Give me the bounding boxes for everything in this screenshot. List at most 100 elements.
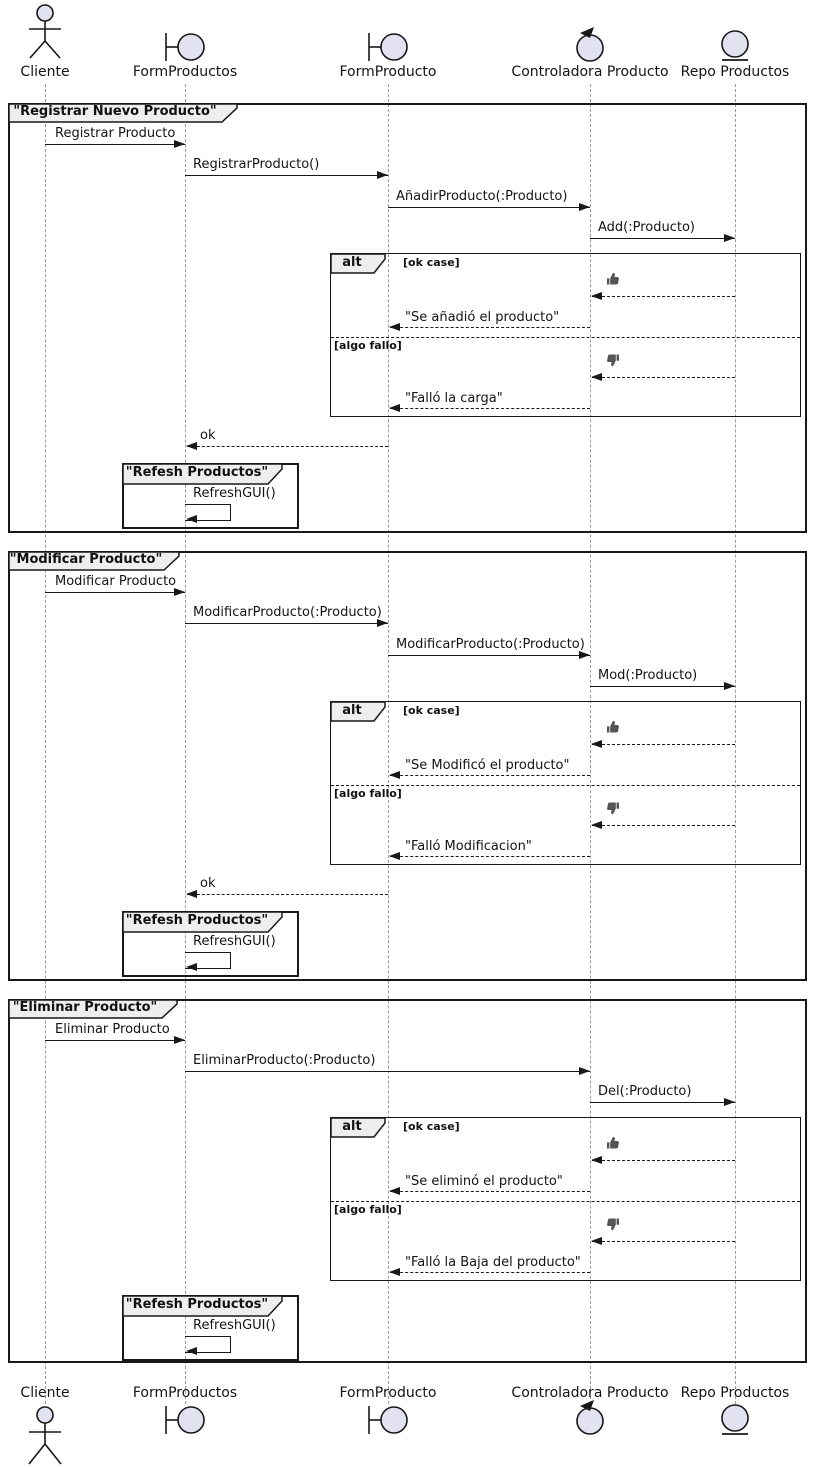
frame-tab [8, 103, 239, 123]
reply-label: "Falló Modificacion" [405, 839, 532, 854]
self-message-arrow [185, 952, 231, 969]
arrowhead [377, 618, 388, 627]
frame-tab [122, 911, 283, 933]
frame-title: "Refesh Productos" [125, 465, 269, 480]
self-message-arrow [185, 504, 231, 521]
frame-tab [122, 463, 283, 485]
message-arrow [590, 1102, 735, 1103]
message-label: Registrar Producto [55, 126, 176, 141]
reply-label: "Se eliminó el producto" [405, 1174, 563, 1189]
message-label: RefreshGUI() [193, 486, 276, 501]
arrowhead [174, 139, 185, 148]
message-label: RefreshGUI() [193, 934, 276, 949]
message-arrow [590, 238, 735, 239]
alt-fragment [330, 1117, 801, 1281]
guard-fail: [algo fallo] [334, 1203, 402, 1216]
guard-ok: [ok case] [403, 256, 460, 269]
arrowhead [724, 233, 735, 242]
alt-fragment [330, 701, 801, 865]
lifeline-formproductos [184, 84, 186, 1404]
reply-label: "Se añadió el producto" [405, 310, 560, 325]
arrowhead [377, 170, 388, 179]
alt-fragment [330, 253, 801, 417]
arrowhead [186, 515, 197, 523]
thumbs-down-icon [605, 1216, 621, 1232]
arrowhead [579, 650, 590, 659]
return-arrow [187, 446, 388, 447]
arrowhead [174, 1035, 185, 1044]
return-arrow [390, 856, 590, 857]
message-label: ModificarProducto(:Producto) [396, 637, 585, 652]
return-arrow [390, 1191, 590, 1192]
return-arrow [592, 744, 735, 745]
thumbs-down-icon [605, 800, 621, 816]
message-arrow [45, 592, 185, 593]
arrowhead [579, 202, 590, 211]
thumbs-up-icon [605, 719, 621, 735]
alt-tab [330, 1117, 386, 1138]
frame-registrar-nuevo-producto [8, 103, 807, 533]
arrowhead [389, 851, 400, 860]
frame-title: "Modificar Producto" [9, 552, 163, 567]
lifeline-repo-productos [734, 84, 736, 1404]
entity-icon [720, 29, 750, 65]
arrowhead [591, 1155, 602, 1164]
message-label: RefreshGUI() [193, 1318, 276, 1333]
actor-icon [25, 3, 65, 60]
frame-eliminar-producto [8, 999, 807, 1363]
participant-label-cliente: Cliente [20, 64, 70, 80]
message-label: Add(:Producto) [598, 220, 696, 235]
reply-label: "Se Modificó el producto" [405, 758, 570, 773]
participant-label-formproductos: FormProductos [132, 64, 238, 80]
message-arrow [388, 207, 590, 208]
arrowhead [591, 372, 602, 381]
entity-icon [720, 1403, 750, 1439]
frame-title: "Eliminar Producto" [12, 1000, 158, 1015]
guard-ok: [ok case] [403, 704, 460, 717]
participant-label-repo: Repo Productos [680, 64, 790, 80]
alt-tab [330, 253, 386, 274]
thumbs-down-icon [605, 352, 621, 368]
participant-label-controladora: Controladora Producto [511, 64, 669, 80]
participant-label-formproductos: FormProductos [132, 1385, 238, 1401]
frame-tab [8, 551, 181, 571]
arrowhead [389, 1186, 400, 1195]
guard-fail: [algo fallo] [334, 787, 402, 800]
boundary-icon [367, 1404, 409, 1436]
frame-tab [122, 1295, 283, 1317]
participant-label-formproducto: FormProducto [339, 64, 437, 80]
arrowhead [591, 739, 602, 748]
reply-label: ok [200, 428, 216, 443]
message-arrow [45, 1040, 185, 1041]
return-arrow [592, 825, 735, 826]
reply-label: "Falló la Baja del producto" [405, 1255, 581, 1270]
arrowhead [389, 770, 400, 779]
lifeline-formproducto [387, 84, 389, 1404]
arrowhead [724, 1097, 735, 1106]
return-arrow [390, 775, 590, 776]
self-message-arrow [185, 1336, 231, 1353]
arrowhead [591, 820, 602, 829]
actor-icon [25, 1404, 65, 1467]
message-arrow [45, 144, 185, 145]
frame-title: "Refesh Productos" [125, 1297, 269, 1312]
frame-tab [8, 999, 179, 1019]
arrowhead [389, 1267, 400, 1276]
frame-title: "Registrar Nuevo Producto" [13, 104, 217, 119]
alt-divider [331, 1201, 800, 1202]
alt-divider [331, 785, 800, 786]
arrowhead [174, 587, 185, 596]
alt-label: alt [342, 255, 362, 270]
arrowhead [186, 1347, 197, 1355]
arrowhead [389, 322, 400, 331]
arrowhead [591, 291, 602, 300]
thumbs-up-icon [605, 1135, 621, 1151]
message-arrow [388, 655, 590, 656]
participant-label-controladora: Controladora Producto [511, 1385, 669, 1401]
message-arrow [185, 175, 388, 176]
arrowhead [186, 963, 197, 971]
message-arrow [590, 686, 735, 687]
alt-tab [330, 701, 386, 722]
frame-modificar-producto [8, 551, 807, 981]
message-label: EliminarProducto(:Producto) [193, 1053, 376, 1068]
